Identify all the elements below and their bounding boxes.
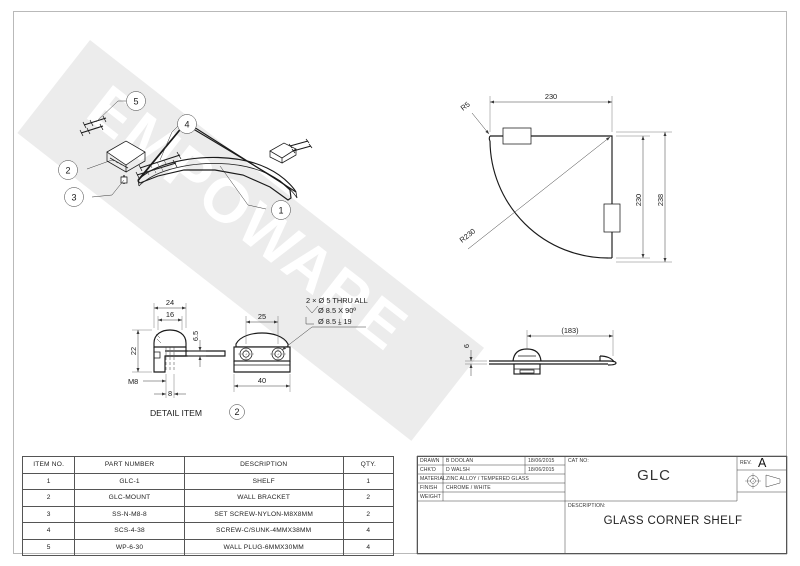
cell-part-number: GLC-MOUNT <box>74 489 185 507</box>
cell-description: SHELF <box>183 472 344 490</box>
dim-22: 22 <box>129 347 138 355</box>
cell-part-number: WP-6-30 <box>74 538 185 556</box>
title-block: DRAWN B DOOLAN 18/06/2015 CHK'D D WALSH … <box>417 456 787 554</box>
drawn-date: 18/06/2015 <box>528 458 555 464</box>
cell-item-no: 3 <box>21 505 76 523</box>
sheet-border <box>13 11 787 554</box>
detail-section-view: 24 16 6.5 22 M8 8 DETAI <box>128 298 245 420</box>
drawn-label: DRAWN <box>420 458 440 464</box>
bracket-left <box>106 140 146 173</box>
dim-r5: R5 <box>459 100 472 113</box>
cell-description: WALL PLUG-6MMX30MM <box>183 538 344 556</box>
balloon-1: 1 <box>278 206 283 216</box>
table-header-row: ITEM NO. PART NUMBER DESCRIPTION QTY. <box>21 456 395 474</box>
col-description: DESCRIPTION <box>183 456 344 474</box>
cell-qty: 4 <box>342 522 395 540</box>
cat-no-value: GLC <box>637 467 671 484</box>
description-label: DESCRIPTION: <box>568 503 606 509</box>
dim-6-5: 6.5 <box>191 331 200 341</box>
balloon-2: 2 <box>65 166 70 176</box>
cell-qty: 2 <box>342 489 395 507</box>
elevation-view: (183) 6 <box>462 326 617 376</box>
table-row: 4 SCS-4-38 SCREW-C/SUNK-4MMX38MM 4 <box>21 522 395 540</box>
cell-description: SCREW-C/SUNK-4MMX38MM <box>183 522 344 540</box>
balloon-4: 4 <box>184 120 189 130</box>
third-angle-projection-icon <box>745 473 781 489</box>
dim-25: 25 <box>258 312 266 321</box>
checked-name: D WALSH <box>446 467 470 473</box>
dim-height-238: 238 <box>656 194 665 206</box>
finish-value: CHROME / WHITE <box>446 485 491 491</box>
col-item-no: ITEM NO. <box>21 456 76 474</box>
hole-callout-csk: Ø 8.5 X 90º <box>318 306 356 315</box>
dim-r230: R230 <box>458 227 477 245</box>
front-bracket-view: 25 40 2 × Ø 5 THRU ALL Ø 8.5 X 90º Ø 8.5… <box>233 296 368 392</box>
cell-part-number: SCS-4-38 <box>74 522 185 540</box>
cat-no-label: CAT NO: <box>568 458 589 464</box>
description-value: GLASS CORNER SHELF <box>603 515 743 527</box>
rev-value: A <box>758 456 767 470</box>
cell-item-no: 4 <box>21 522 76 540</box>
bill-of-materials-table: ITEM NO. PART NUMBER DESCRIPTION QTY. 1 … <box>21 456 395 556</box>
balloon-3: 3 <box>71 193 76 203</box>
cell-qty: 2 <box>342 505 395 523</box>
cell-part-number: GLC-1 <box>74 472 185 490</box>
detail-item-number: 2 <box>234 407 239 417</box>
countersunk-screws <box>135 151 182 179</box>
cell-description: SET SCREW-NYLON-M8X8MM <box>183 505 344 523</box>
finish-label: FINISH <box>420 485 438 491</box>
dim-width-230: 230 <box>545 92 557 101</box>
material-label: MATERIAL <box>420 476 446 482</box>
detail-label: DETAIL ITEM <box>150 408 202 418</box>
table-row: 1 GLC-1 SHELF 1 <box>21 472 395 490</box>
cell-qty: 4 <box>342 538 395 556</box>
drawn-name: B DOOLAN <box>446 458 474 464</box>
bracket-right <box>269 138 313 164</box>
rev-label: REV. <box>740 460 752 466</box>
hole-callout-depth: Ø 8.5 ⤓ 19 <box>318 317 352 326</box>
plan-view: R230 R5 230 230 238 <box>458 92 672 263</box>
col-qty: QTY. <box>342 456 395 474</box>
table-row: 5 WP-6-30 WALL PLUG-6MMX30MM 4 <box>21 538 395 556</box>
hole-callout-thru: 2 × Ø 5 THRU ALL <box>306 296 368 305</box>
dim-height-230: 230 <box>634 194 643 206</box>
cell-item-no: 1 <box>21 472 76 490</box>
cell-qty: 1 <box>342 472 395 490</box>
dim-thickness-6: 6 <box>462 344 471 348</box>
dim-16: 16 <box>166 310 174 319</box>
material-value: ZINC ALLOY / TEMPERED GLASS <box>446 476 529 482</box>
checked-date: 18/06/2015 <box>528 467 555 473</box>
table-row: 3 SS-N-M8-8 SET SCREW-NYLON-M8X8MM 2 <box>21 505 395 523</box>
wall-plugs <box>79 115 107 137</box>
dim-m8: M8 <box>128 377 138 386</box>
cell-description: WALL BRACKET <box>183 489 344 507</box>
col-part-number: PART NUMBER <box>74 456 185 474</box>
checked-label: CHK'D <box>420 467 436 473</box>
dim-24: 24 <box>166 298 174 307</box>
dim-8: 8 <box>168 389 172 398</box>
dim-40: 40 <box>258 376 266 385</box>
dim-183: (183) <box>561 326 578 335</box>
cell-item-no: 5 <box>21 538 76 556</box>
cell-item-no: 2 <box>21 489 76 507</box>
cell-part-number: SS-N-M8-8 <box>74 505 185 523</box>
isometric-assembly-view: 5 4 2 3 1 <box>58 91 313 220</box>
table-row: 2 GLC-MOUNT WALL BRACKET 2 <box>21 489 395 507</box>
weight-label: WEIGHT <box>420 494 441 500</box>
balloon-5: 5 <box>133 97 138 107</box>
